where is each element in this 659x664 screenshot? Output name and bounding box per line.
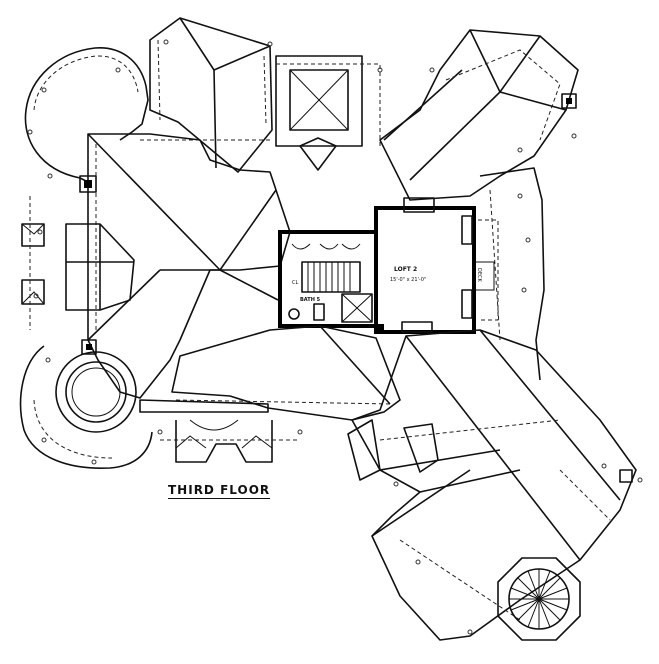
lower-right-wing: [347, 329, 637, 641]
octagonal-gazebo: [497, 557, 581, 641]
deck-label: DECK: [476, 268, 482, 283]
upper-left-turret: [24, 47, 149, 183]
loft-size-label: 15'-0" x 21'-0": [390, 277, 426, 283]
loft-name-label: LOFT 2: [394, 266, 417, 273]
downspout-dots: [27, 39, 643, 635]
chimney-markers: [79, 175, 97, 193]
loft-enclosure: [278, 197, 499, 334]
bath-label: BATH 5: [300, 297, 321, 303]
closet-label: CL: [292, 280, 298, 286]
main-roof: [87, 133, 291, 399]
lower-left-turret: [19, 339, 153, 469]
right-roof-slope: [479, 167, 545, 381]
centre-lower-roof: [139, 325, 401, 421]
square-tower: [275, 55, 381, 171]
left-dormer: [21, 196, 135, 330]
entry-bay: [160, 419, 300, 463]
drawing-caption: THIRD FLOOR: [168, 483, 271, 499]
upper-right-wing: [379, 29, 579, 201]
top-gable-tower: [149, 17, 273, 173]
